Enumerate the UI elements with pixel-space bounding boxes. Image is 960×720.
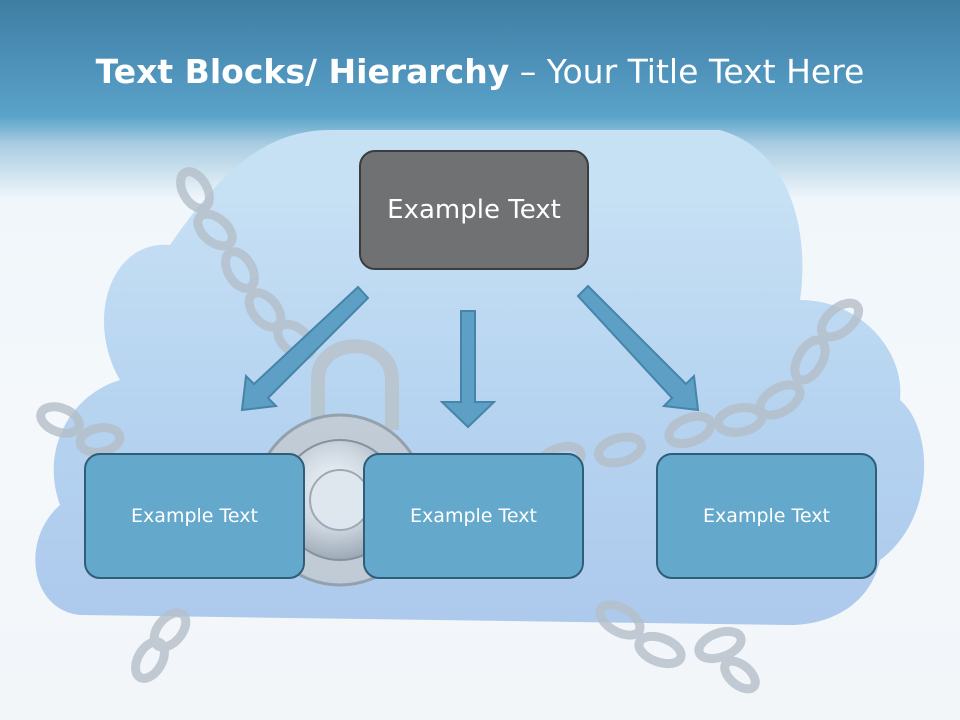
slide-title: Text Blocks/ Hierarchy – Your Title Text…: [0, 52, 960, 91]
child-box-center: Example Text: [363, 453, 584, 579]
title-bold-text: Text Blocks/ Hierarchy: [95, 52, 510, 91]
arrow-right: [576, 284, 700, 412]
child-box-left: Example Text: [84, 453, 305, 579]
top-level-box: Example Text: [359, 150, 589, 270]
child-text-left: Example Text: [131, 505, 258, 527]
child-text-right: Example Text: [703, 505, 830, 527]
child-text-center: Example Text: [410, 505, 537, 527]
top-level-text: Example Text: [387, 195, 561, 225]
arrow-center: [439, 310, 497, 429]
title-light-text: – Your Title Text Here: [519, 52, 865, 91]
chain-links: [36, 167, 864, 694]
arrow-left: [240, 285, 370, 412]
child-box-right: Example Text: [656, 453, 877, 579]
